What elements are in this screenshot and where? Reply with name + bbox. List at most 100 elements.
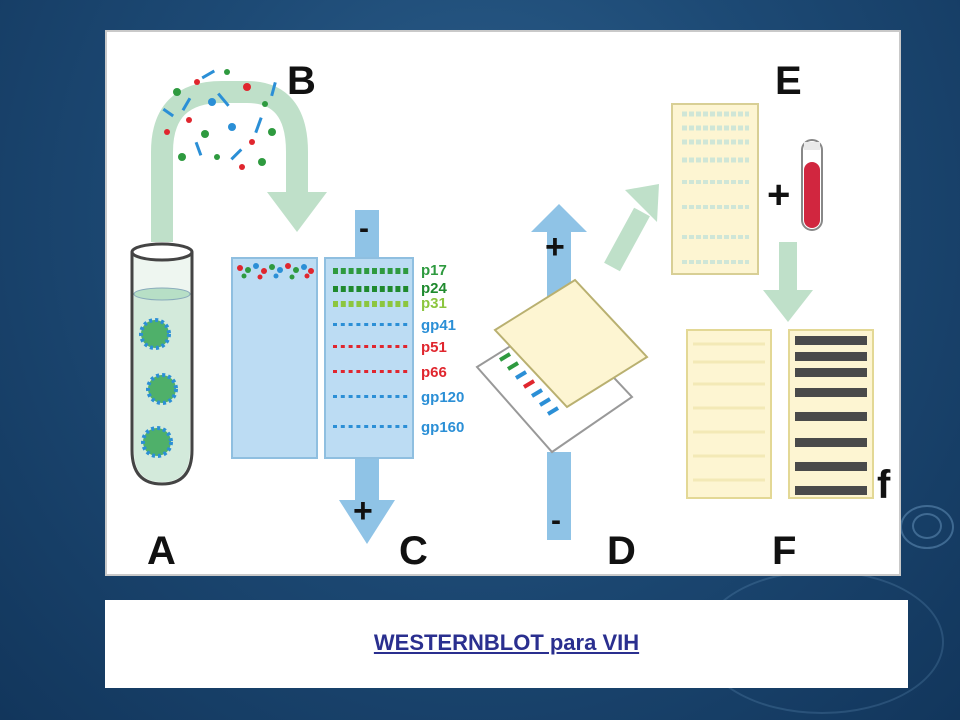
gel-band	[348, 345, 353, 348]
gel-band	[340, 286, 346, 292]
transfer-sandwich	[475, 278, 649, 454]
gel-band	[356, 425, 361, 428]
gel-band	[348, 370, 353, 373]
blood-sample-tube	[801, 139, 823, 231]
band-label-gp160: gp160	[421, 419, 464, 436]
step-label-a: A	[147, 529, 176, 573]
gel-band	[387, 370, 392, 373]
gel-band	[348, 425, 353, 428]
gel-band	[387, 268, 393, 274]
nitrocellulose-strip	[671, 103, 759, 275]
gel-band	[372, 268, 377, 274]
sign-e-plus: +	[767, 173, 790, 217]
gel-band	[379, 301, 385, 307]
negative-strip-lines	[693, 342, 765, 482]
gel-band	[403, 395, 408, 398]
gel-band	[333, 425, 337, 428]
gel-band	[379, 286, 385, 292]
gel-band	[372, 286, 377, 292]
gel-band	[356, 301, 362, 307]
gel-band	[333, 370, 337, 373]
gel-band	[372, 425, 376, 428]
protein-fragments	[162, 69, 277, 170]
gel-band	[379, 323, 384, 326]
gel-band	[403, 268, 409, 274]
gel-band	[348, 301, 354, 307]
background-ripple	[900, 505, 954, 549]
transferred-bands	[498, 352, 560, 416]
gel-band	[356, 395, 361, 398]
gel-band	[372, 301, 377, 307]
positive-strip-bands	[795, 336, 867, 495]
sign-c-bottom: +	[353, 492, 373, 530]
band-label-p51: p51	[421, 339, 447, 356]
gel-band	[403, 286, 409, 292]
gel-band	[395, 370, 400, 373]
strip-faint-bands	[682, 111, 749, 264]
gel-band	[372, 345, 376, 348]
gel-band	[379, 425, 384, 428]
arrow-electrophoresis-head	[339, 500, 395, 544]
gel-band	[395, 395, 400, 398]
gel-band	[333, 345, 337, 348]
gel-band	[340, 323, 345, 326]
band-label-p17: p17	[421, 262, 447, 279]
band-label-gp120: gp120	[421, 389, 464, 406]
caption-box: WESTERNBLOT para VIH	[105, 600, 908, 688]
separated-bands	[333, 268, 409, 428]
arrow-incubation-shaft	[779, 242, 797, 294]
gel-band	[356, 370, 361, 373]
gel-band	[395, 323, 400, 326]
gel-band	[364, 286, 370, 292]
gel-band	[403, 370, 408, 373]
gel-band	[379, 395, 384, 398]
step-label-b: B	[287, 59, 316, 103]
gel-band	[403, 301, 409, 307]
gel-band	[356, 323, 361, 326]
sign-c-top: -	[359, 212, 369, 245]
gel-band	[348, 286, 354, 292]
gel-band	[340, 370, 345, 373]
gel-band	[395, 425, 400, 428]
gel-band	[364, 370, 369, 373]
sample-loading	[237, 263, 314, 280]
gel-band	[387, 395, 392, 398]
arrow-tube-to-gel-head	[267, 192, 327, 232]
gel-band	[364, 395, 369, 398]
gel-band	[356, 268, 362, 274]
gel-band	[387, 323, 392, 326]
gel-band	[333, 286, 338, 292]
gel-band	[372, 395, 376, 398]
gel-band	[364, 425, 369, 428]
step-label-d: D	[607, 529, 636, 573]
gel-band	[387, 345, 392, 348]
gel-band	[387, 301, 393, 307]
gel-band	[333, 268, 338, 274]
gel-band	[379, 345, 384, 348]
gel-band	[403, 425, 408, 428]
gel-band	[364, 268, 370, 274]
gel-band	[395, 268, 401, 274]
arrow-transfer-down-shaft	[547, 452, 571, 540]
gel-band	[395, 286, 401, 292]
gel-band	[340, 268, 346, 274]
slide-caption: WESTERNBLOT para VIH	[373, 630, 640, 655]
step-label-e: E	[775, 59, 802, 103]
gel-band	[348, 395, 353, 398]
band-label-p66: p66	[421, 364, 447, 381]
gel-band	[340, 301, 346, 307]
gel-band	[379, 370, 384, 373]
gel-band	[340, 395, 345, 398]
gel-band	[372, 370, 376, 373]
gel-band	[356, 345, 361, 348]
gel-band	[387, 286, 393, 292]
background-ripple	[912, 513, 942, 539]
gel-band	[348, 323, 353, 326]
sign-d-bottom: -	[551, 504, 561, 537]
band-label-gp41: gp41	[421, 317, 456, 334]
arrow-tube-to-gel	[151, 81, 308, 242]
gel-slab-loading	[231, 257, 318, 459]
